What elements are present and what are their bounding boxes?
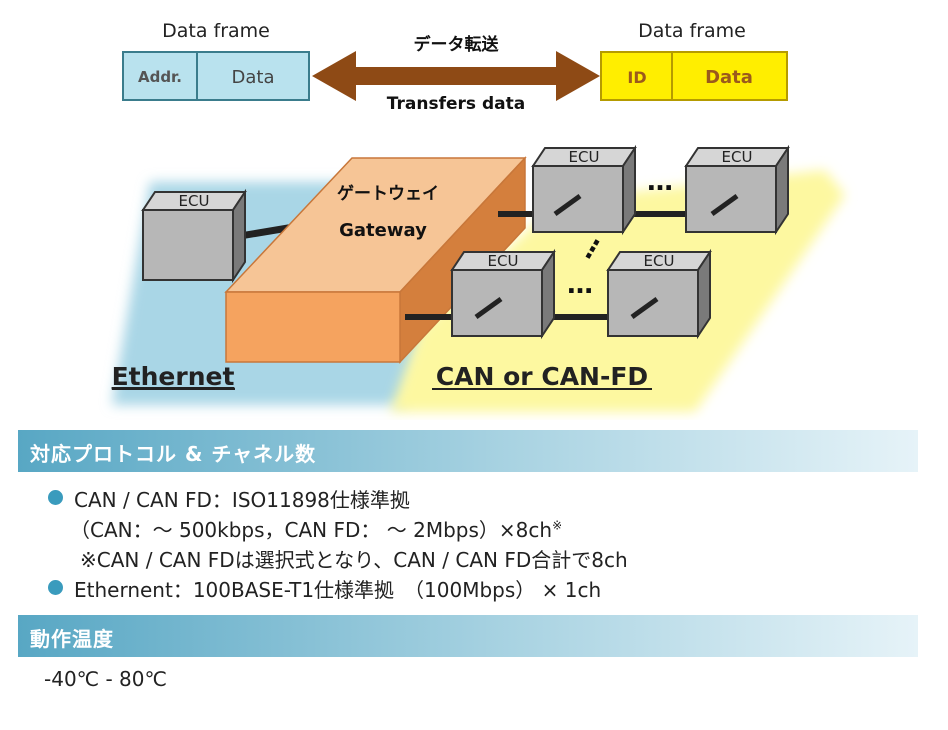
transfer-arrow: データ転送 Transfers data: [312, 34, 600, 114]
ellipsis-top: …: [647, 167, 673, 197]
note-mark: ※: [552, 518, 563, 533]
gateway-en: Gateway: [339, 220, 427, 241]
arrow-label-en: Transfers data: [387, 94, 525, 114]
left-frame-addr: Addr.: [138, 68, 182, 86]
left-frame-data: Data: [232, 67, 275, 88]
ellipsis-bottom: …: [567, 270, 593, 300]
gateway-jp: ゲートウェイ: [337, 183, 439, 204]
bullet-icon: [48, 490, 63, 505]
protocol-ethernet: Ethernent：100BASE-T1仕様準拠 （100Mbps） × 1ch: [74, 578, 602, 602]
protocol-can-rates: （CAN：～ 500kbps，CAN FD： ～ 2Mbps）×8ch※: [70, 518, 563, 542]
protocol-can-note: ※CAN / CAN FDは選択式となり、CAN / CAN FD合計で8ch: [80, 548, 628, 572]
ecu-label: ECU: [569, 148, 600, 166]
ecu-can-2: ECU: [684, 144, 790, 236]
ecu-label: ECU: [722, 148, 753, 166]
left-data-frame: Data frame Addr. Data: [122, 20, 310, 101]
protocols-header: 対応プロトコル & チャネル数: [18, 430, 918, 472]
protocol-can: CAN / CAN FD：ISO11898仕様準拠: [74, 488, 410, 512]
ecu-label: ECU: [179, 192, 210, 210]
ecu-can-3: ECU: [450, 248, 556, 340]
network-diagram: Data frame Addr. Data Data frame ID Data…: [112, 20, 845, 412]
ecu-can-1: ECU: [531, 144, 637, 236]
bullet-icon: [48, 580, 63, 595]
temperature-value: -40℃ - 80℃: [44, 667, 167, 691]
right-frame-title: Data frame: [638, 20, 746, 42]
gateway: ゲートウェイ Gateway: [224, 156, 527, 364]
right-frame-data: Data: [705, 67, 753, 88]
can-label: CAN or CAN-FD: [436, 362, 648, 391]
right-frame-id: ID: [627, 68, 646, 87]
arrow-label-jp: データ転送: [414, 34, 500, 55]
left-frame-title: Data frame: [162, 20, 270, 42]
right-data-frame: Data frame ID Data: [600, 20, 788, 101]
ethernet-label: Ethernet: [112, 362, 235, 391]
temperature-title: 動作温度: [30, 627, 114, 651]
ecu-label: ECU: [644, 252, 675, 270]
ecu-label: ECU: [488, 252, 519, 270]
temperature-header: 動作温度: [18, 615, 918, 657]
ecu-ethernet: ECU: [141, 188, 247, 284]
protocols-title: 対応プロトコル & チャネル数: [30, 442, 317, 466]
ecu-can-4: ECU: [606, 248, 712, 340]
